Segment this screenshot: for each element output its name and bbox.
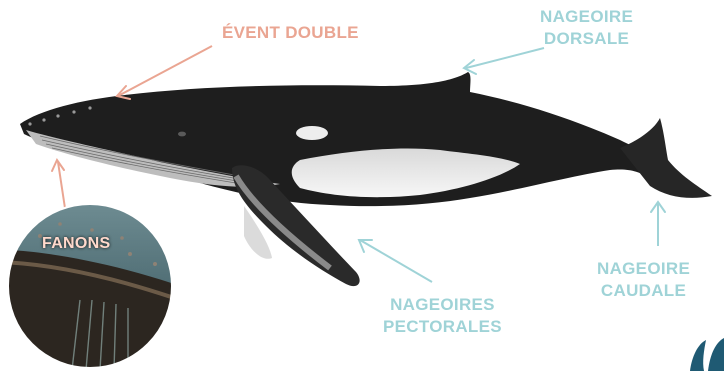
pointer-blowhole [118, 46, 212, 96]
label-pectoral-line1: NAGEOIRES [383, 294, 502, 316]
decorative-corner-accent [690, 338, 724, 371]
label-dorsal-line1: NAGEOIRE [540, 6, 633, 28]
label-baleen: FANONS [42, 233, 110, 255]
whale-eye [178, 132, 186, 137]
pointer-dorsal [466, 48, 544, 68]
label-dorsal-line2: DORSALE [540, 28, 633, 50]
baleen-inset-photo [0, 200, 180, 371]
label-caudal-fin: NAGEOIRE CAUDALE [597, 258, 690, 302]
label-pectoral-fins: NAGEOIRES PECTORALES [383, 294, 502, 338]
caudal-fin-shape [620, 118, 712, 198]
label-caudal-line1: NAGEOIRE [597, 258, 690, 280]
label-pectoral-line2: PECTORALES [383, 316, 502, 338]
label-caudal-line2: CAUDALE [597, 280, 690, 302]
label-dorsal-fin: NAGEOIRE DORSALE [540, 6, 633, 50]
pointer-pectoral [360, 240, 432, 282]
flank-spot [296, 126, 328, 140]
label-blowhole: ÉVENT DOUBLE [222, 22, 359, 44]
